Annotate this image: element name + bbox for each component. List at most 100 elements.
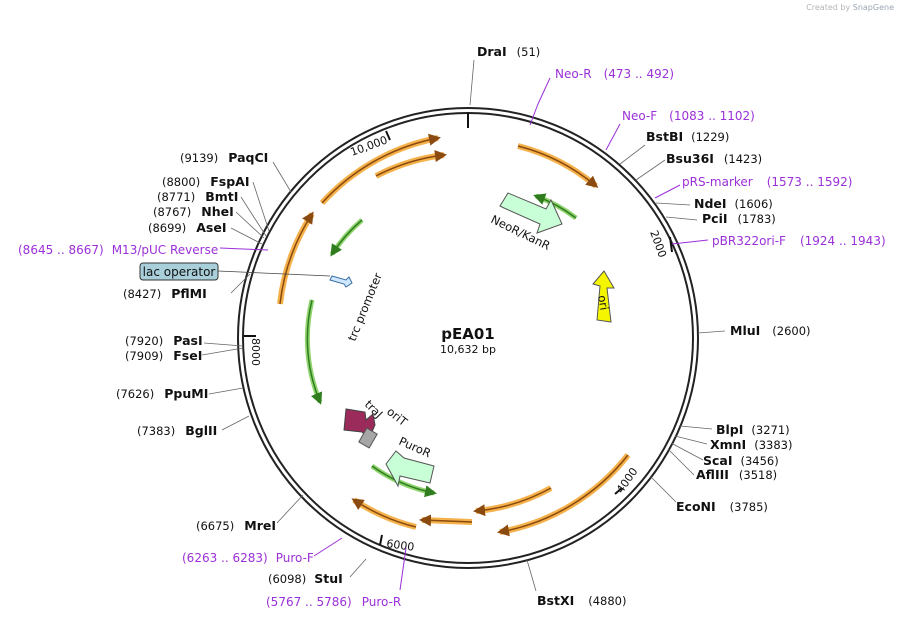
lac-operator-tag: lac operator [139, 262, 331, 281]
primer-neo-r: Neo-R(473 .. 492) [555, 67, 674, 81]
trc-promoter-arrow [329, 275, 353, 288]
primer-prs-marker: pRS-marker(1573 .. 1592) [682, 175, 852, 189]
leader-econi [650, 476, 677, 503]
site-fspai: (8800)FspAI [162, 174, 250, 189]
feature-arc-orange-6 [475, 485, 553, 514]
leader-bglii [221, 415, 250, 431]
tick-10000-mark [385, 130, 391, 141]
leader-asei [230, 227, 263, 245]
leader-pflmi [230, 273, 251, 294]
site-stui: (6098)StuI [268, 571, 343, 586]
feature-arc-orange-5-arrow [497, 454, 629, 537]
leader-paqci [272, 161, 292, 193]
leader-pcii [665, 216, 698, 221]
primer-pbr322ori-f: pBR322ori-F(1924 .. 1943) [712, 234, 886, 248]
tick-6000-mark [379, 534, 383, 546]
site-asei: (8699)AseI [148, 220, 227, 235]
primer-puro-f: (6263 .. 6283)Puro-F [182, 551, 314, 565]
leader-bmti [240, 196, 267, 237]
tick-8000-label: 8000 [249, 338, 262, 366]
site-econi: EcoNI(3785) [676, 499, 768, 514]
primer-puro-f-leader [313, 537, 343, 557]
puro-feature [385, 450, 435, 488]
primer-neo-f-leader [605, 123, 621, 151]
site-pcii: PciI(1783) [702, 211, 776, 226]
leader-scai [670, 442, 704, 461]
leader-mrei [276, 494, 304, 524]
feature-arc-orange-7-arrow [419, 514, 473, 527]
feature-arc-orange-1-arrow [517, 145, 599, 188]
site-pasi: (7920)PasI [125, 333, 203, 348]
site-bmti: (8771)BmtI [157, 189, 238, 204]
site-mlui: MluI(2600) [730, 323, 811, 338]
primer-labels: Neo-R(473 .. 492) Neo-F(1083 .. 1102) pR… [18, 67, 886, 609]
orit-feature [358, 427, 378, 449]
site-mrei: (6675)MreI [196, 518, 276, 533]
tick-4000-mark [614, 487, 623, 495]
tick-6000-label: 6000 [386, 537, 416, 554]
site-fsei: (7909)FseI [125, 348, 202, 363]
site-drai: DraI(51) [477, 44, 540, 59]
ori-feature [592, 270, 615, 323]
site-xmni: XmnI(3383) [710, 437, 792, 452]
leader-drai [469, 59, 475, 106]
feature-arc-orange-1 [517, 143, 598, 189]
plasmid-name: pEA01 [441, 325, 494, 343]
site-afliii: AflIII(3518) [696, 467, 777, 482]
lac-operator-label: lac operator [143, 265, 216, 279]
site-bstxi: BstXI(4880) [537, 593, 626, 608]
plasmid-title-group: pEA01 10,632 bp [440, 325, 496, 356]
leader-bsu36i [635, 159, 666, 181]
feature-arc-green-2-arrow [330, 219, 363, 257]
site-labels: DraI(51) BstBI(1229) Bsu36I(1423) NdeI(1… [116, 44, 811, 608]
feature-arc-orange-4 [277, 212, 315, 305]
trc-promoter-feature [329, 275, 353, 288]
feature-arc-green-4-arrow [371, 465, 437, 498]
orit-box [358, 427, 378, 449]
site-bstbi: BstBI(1229) [646, 129, 729, 144]
orit-label: oriT [384, 404, 411, 429]
feature-arc-orange-8-arrow [351, 498, 417, 528]
site-blpi: BlpI(3271) [716, 422, 790, 437]
neo-kan-arrow [499, 192, 563, 234]
leader-mlui [697, 330, 726, 334]
site-pflmi: (8427)PflMI [123, 286, 207, 301]
lac-operator-box [139, 262, 219, 281]
orange-features [277, 133, 631, 537]
site-scai: ScaI(3456) [703, 453, 779, 468]
feature-arc-green-2 [329, 218, 364, 256]
leader-ppumi [208, 387, 244, 395]
primer-m13-leader [219, 247, 269, 251]
lac-operator-leader [217, 270, 331, 277]
leader-afliii [667, 448, 695, 476]
primer-prs-marker-leader [654, 184, 681, 199]
leader-xmni [674, 435, 708, 445]
feature-arc-green-3-arrow [306, 299, 323, 405]
primer-puro-r: (5767 .. 5786)Puro-R [266, 595, 401, 609]
site-ppumi: (7626)PpuMI [116, 386, 208, 401]
green-features [304, 193, 578, 498]
leader-stui [349, 558, 367, 578]
puro-arrow [385, 450, 435, 488]
watermark-prefix: Created by [806, 3, 851, 12]
site-paqci: (9139)PaqCI [180, 150, 268, 165]
primer-neo-f: Neo-F(1083 .. 1102) [622, 109, 755, 123]
leader-ndei [655, 202, 691, 206]
feature-arc-orange-4-arrow [279, 211, 314, 305]
neo-kan-feature [499, 192, 563, 234]
site-nhei: (8767)NheI [153, 204, 234, 219]
primer-m13-puc-reverse: (8645 .. 8667)M13/pUC Reverse [18, 243, 218, 257]
leader-psei [201, 347, 244, 356]
feature-arc-orange-6-arrow [473, 487, 552, 517]
feature-arc-green-1-arrow [533, 193, 577, 219]
ori-label: ori [595, 294, 611, 311]
leader-bstxi [526, 559, 537, 592]
leader-bstbi [619, 144, 646, 165]
plasmid-length: 10,632 bp [440, 343, 496, 356]
primer-pbr322ori-f-leader [671, 239, 709, 245]
watermark-brand: SnapGene [852, 3, 894, 12]
tick-2000-label: 2000 [647, 229, 669, 260]
leader-fspai [252, 181, 270, 232]
primer-neo-r-leader [529, 77, 551, 126]
